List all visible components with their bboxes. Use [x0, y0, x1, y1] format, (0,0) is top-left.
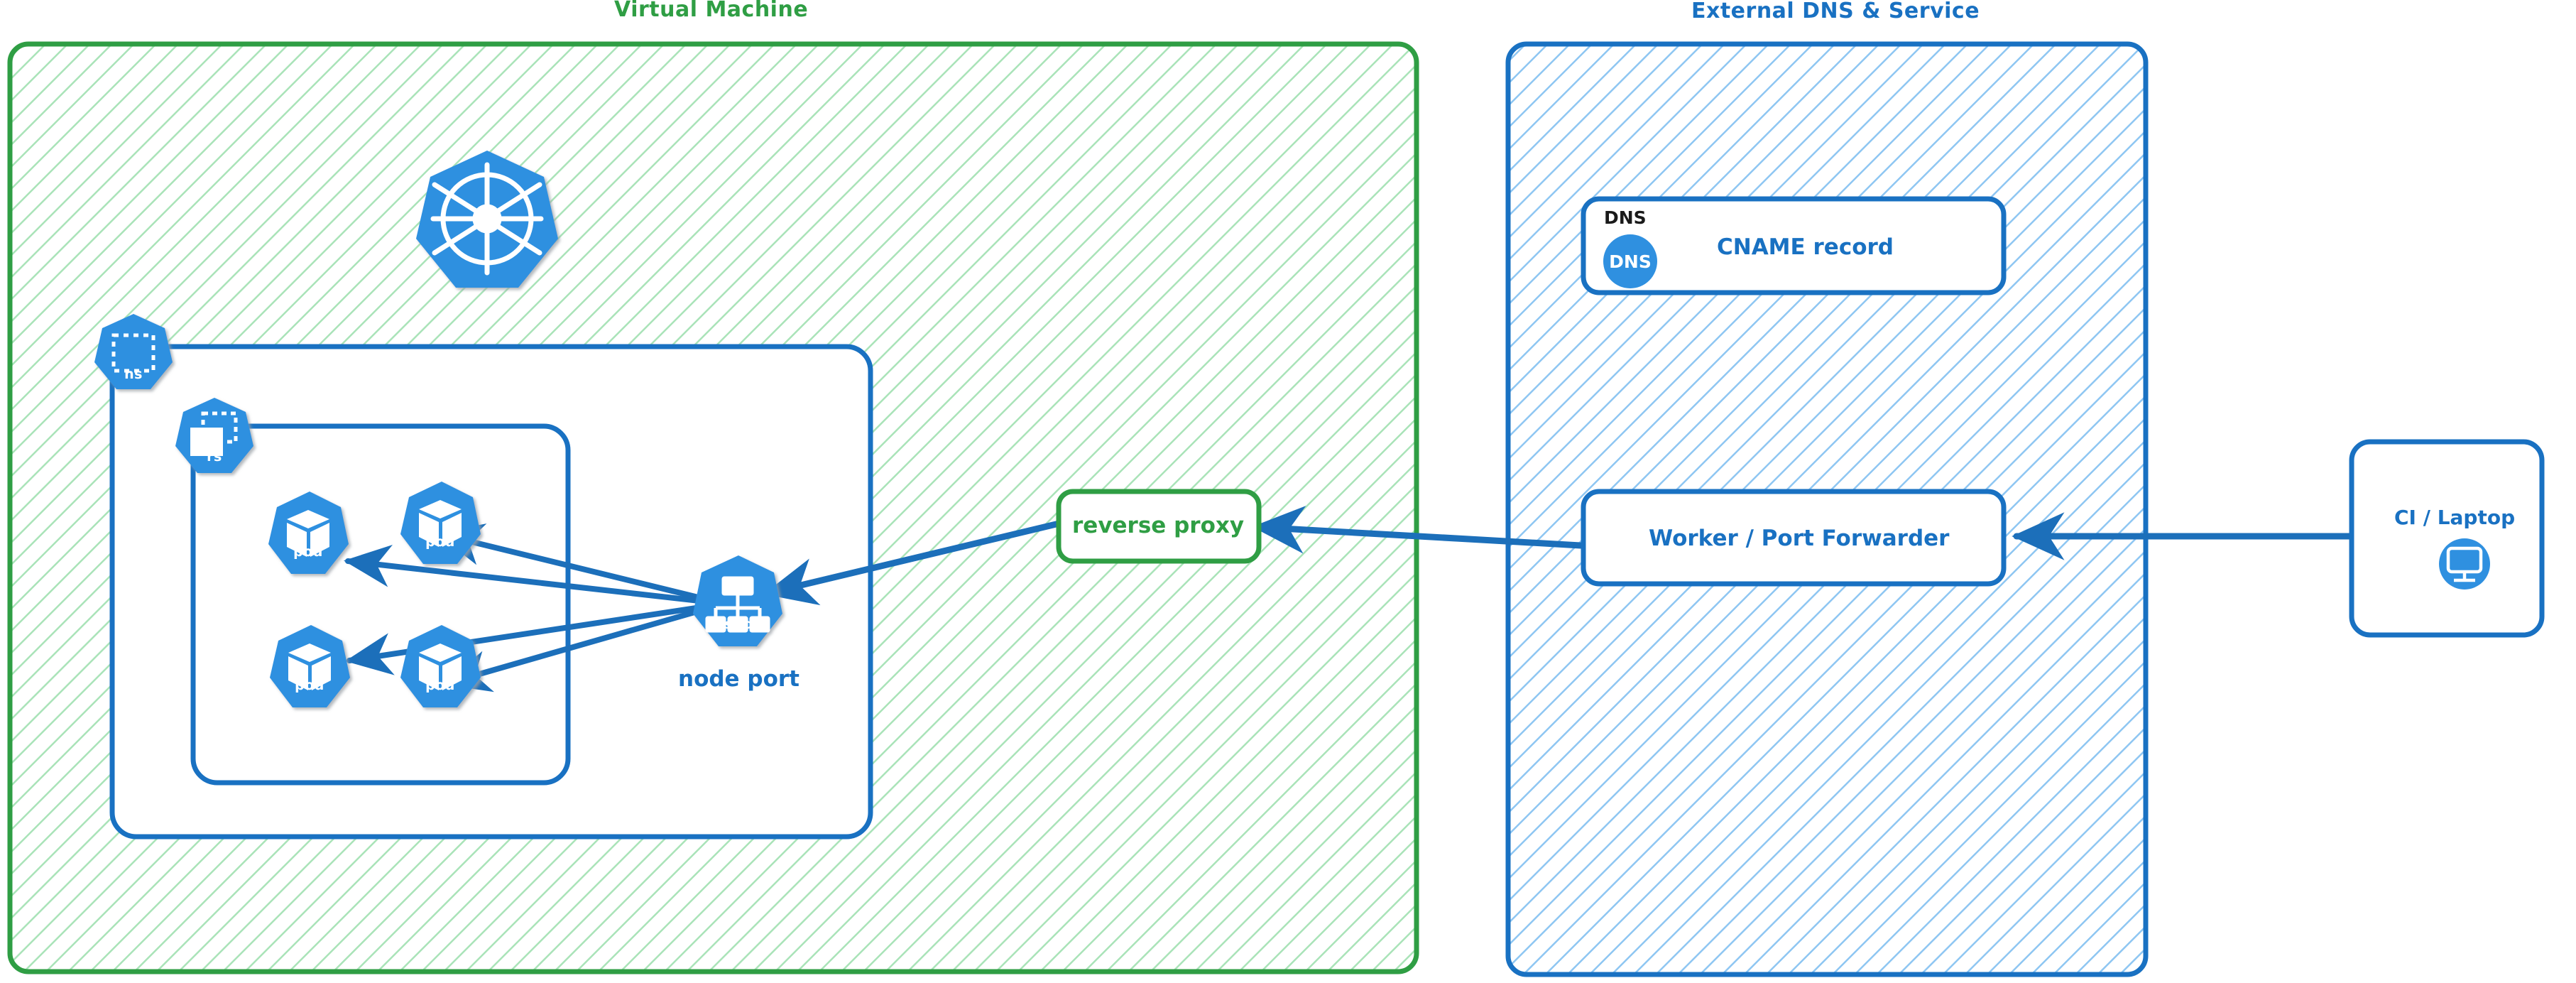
kubernetes-logo — [416, 151, 558, 288]
pod-icon-1-caption: pod — [293, 544, 323, 560]
dns-card-text: CNAME record — [1717, 234, 1894, 260]
reverse-proxy-card[interactable] — [1056, 489, 1262, 564]
dns-card[interactable] — [1581, 196, 2007, 295]
worker-card-text: Worker / Port Forwarder — [1649, 526, 1950, 551]
dns-circle-icon: DNS — [1603, 234, 1657, 288]
pod-icon-4 — [400, 625, 481, 707]
edge-svc-to-pod-1 — [344, 544, 727, 607]
pod-icon-2-caption: pod — [425, 534, 455, 550]
pod-icon-4-caption: pod — [425, 678, 455, 693]
edge-svc-to-pod-4 — [443, 601, 727, 693]
desktop-monitor-icon — [2439, 538, 2490, 590]
worker-card[interactable] — [1581, 489, 2007, 587]
edge-svc-to-pod-2 — [436, 523, 727, 607]
pod-icon-3-caption: pod — [295, 678, 324, 693]
service-icon — [693, 555, 782, 646]
client-card[interactable] — [2349, 439, 2545, 638]
edge-worker-to-reverse-proxy — [1252, 506, 1584, 554]
pod-icon-1 — [268, 492, 349, 574]
client-card-text: CI / Laptop — [2394, 506, 2516, 529]
namespace-icon — [94, 314, 173, 389]
replicaset-icon-caption: rs — [207, 449, 222, 465]
replicaset-icon — [175, 398, 253, 473]
group-title-external-dns-service: External DNS & Service — [1691, 0, 1980, 23]
reverse-proxy-label: reverse proxy — [1072, 513, 1245, 538]
namespace-icon-caption: ns — [124, 366, 143, 382]
dns-card-badge-label: DNS — [1604, 207, 1647, 228]
pod-icon-2 — [400, 482, 481, 564]
node-port-label: node port — [678, 666, 799, 692]
service-icon-caption: svc — [724, 617, 751, 632]
dns-circle-icon-label: DNS — [1609, 251, 1652, 272]
pod-icon-3 — [270, 625, 350, 707]
replicaset-container — [190, 423, 571, 786]
group-title-virtual-machine: Virtual Machine — [614, 0, 809, 22]
edge-reverse-proxy-to-service — [763, 518, 1069, 606]
